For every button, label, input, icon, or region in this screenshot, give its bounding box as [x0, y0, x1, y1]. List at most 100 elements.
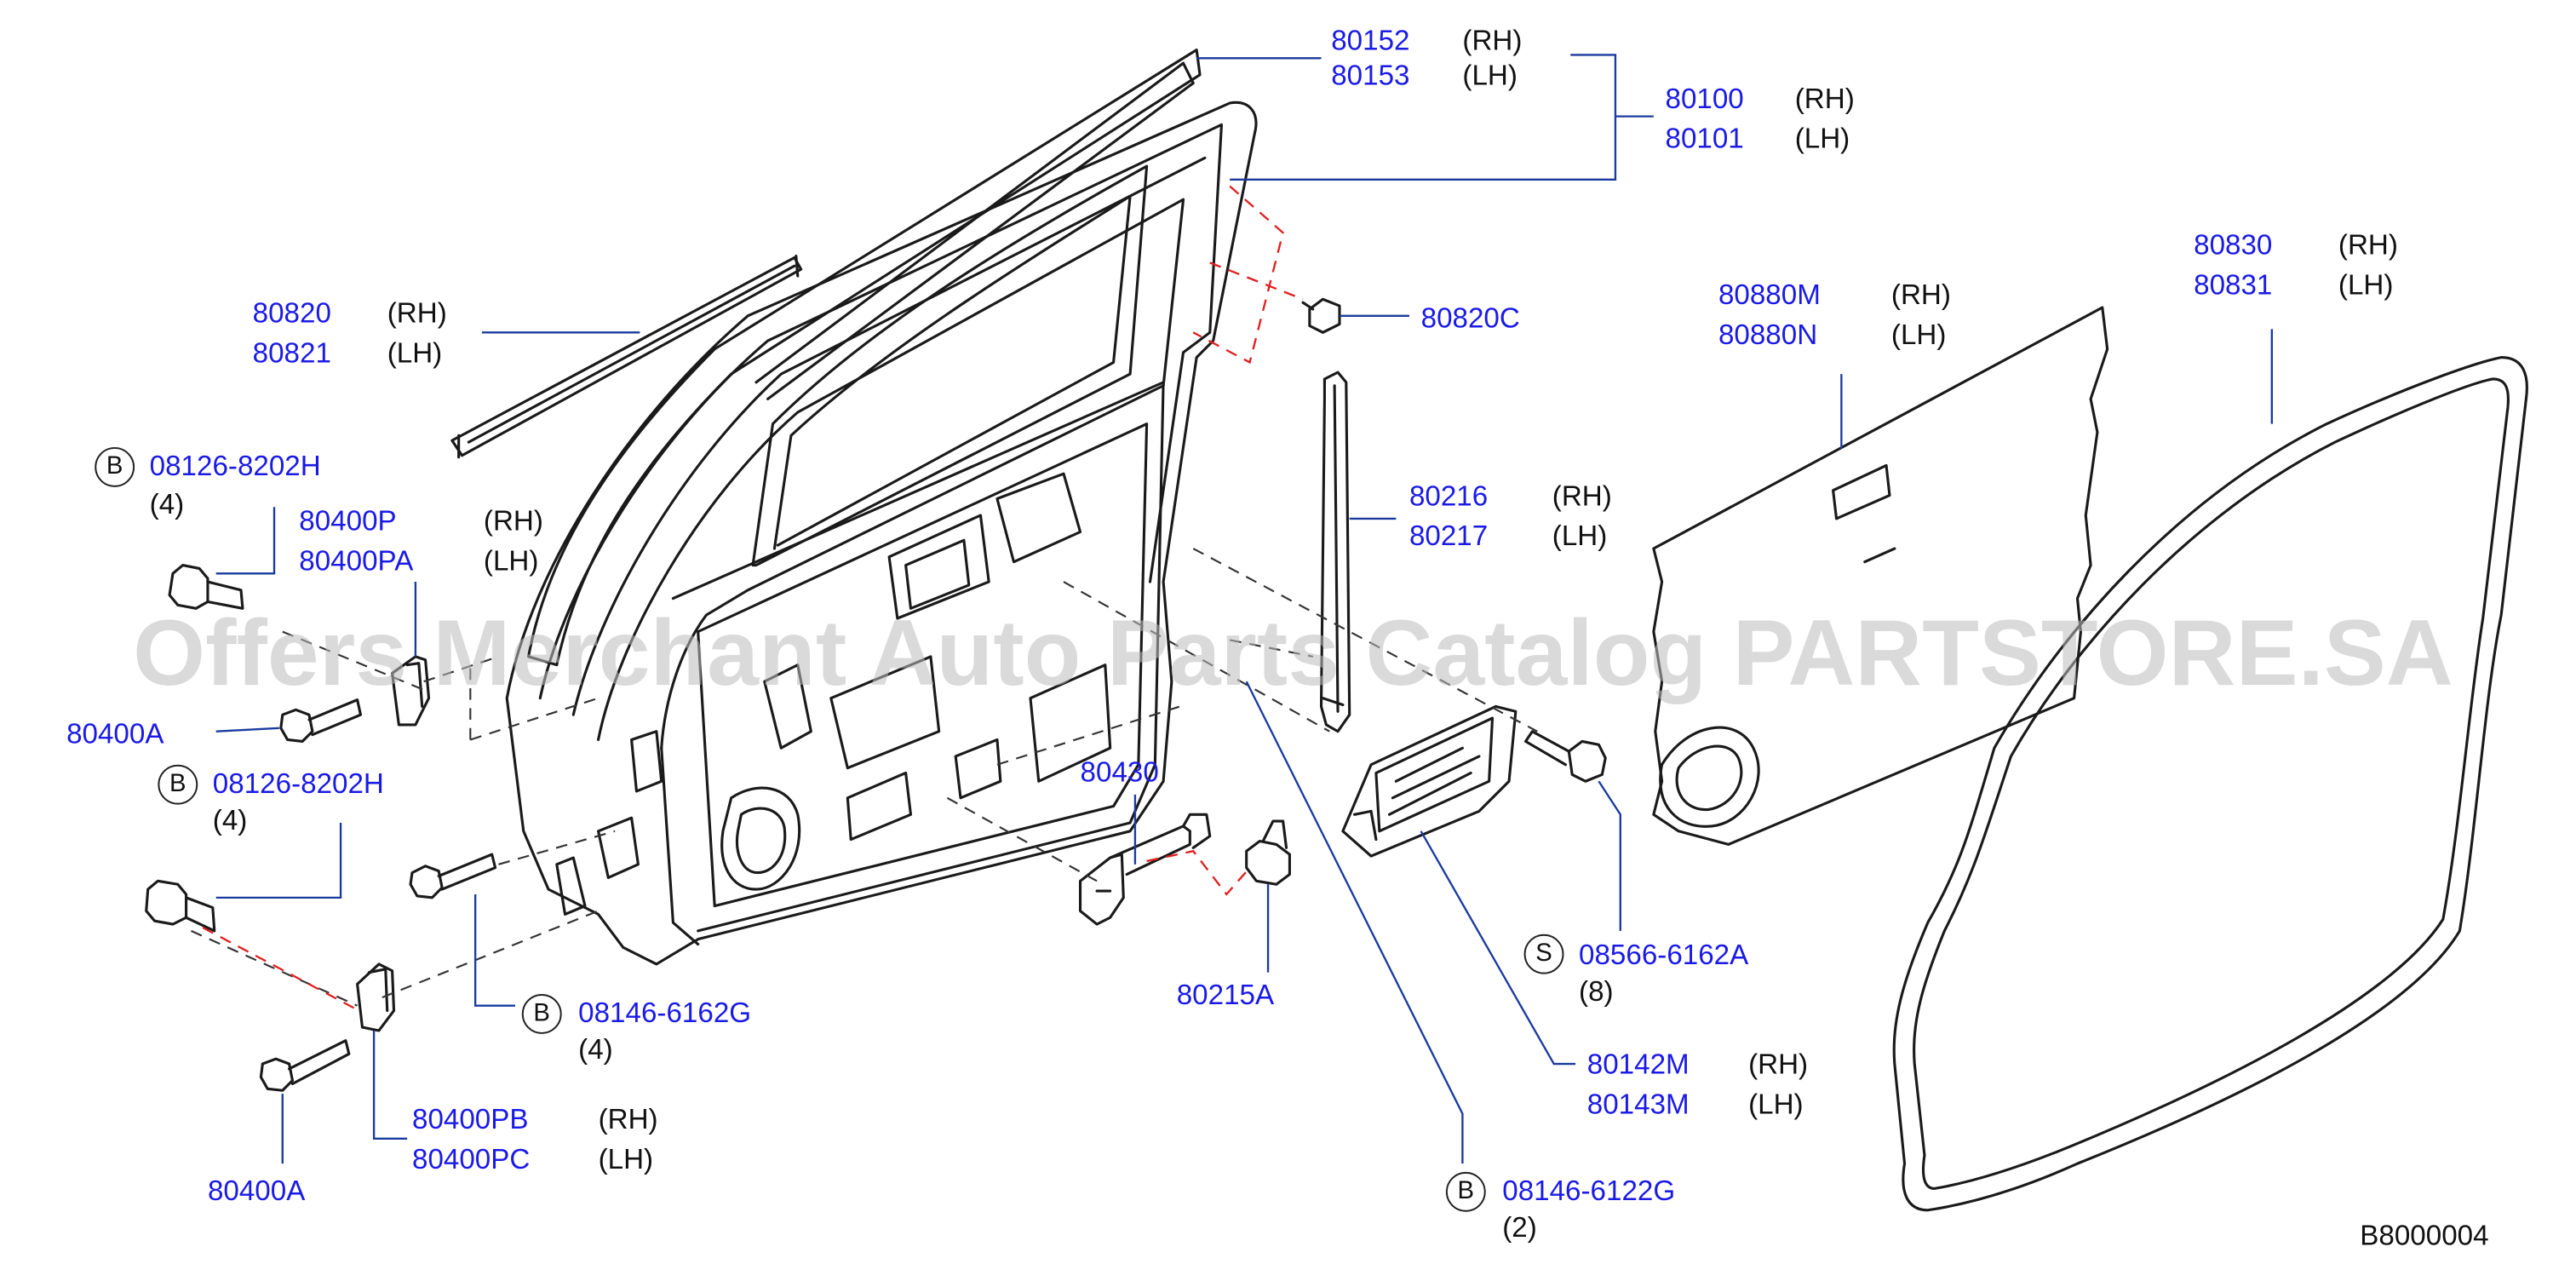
part-number[interactable]: 80831 — [2194, 269, 2273, 302]
part-number[interactable]: 80400A — [207, 1175, 306, 1207]
callout-08146-6122G[interactable]: 08146-6122G — [1502, 1175, 1675, 1209]
part-number[interactable]: 80830 — [2194, 229, 2273, 261]
clip-80820C — [1301, 297, 1341, 334]
bolt-80215A — [1245, 819, 1292, 886]
callout-08126-8202H-upper[interactable]: 08126-8202H — [150, 451, 321, 484]
callout-80400PA[interactable]: 80400PA(LH) — [299, 545, 538, 578]
part-number[interactable]: 80217 — [1408, 520, 1489, 552]
part-number[interactable]: 80880N — [1718, 319, 1818, 351]
callout-08566-6162A[interactable]: 08566-6162A — [1579, 939, 1748, 973]
part-number[interactable]: 08126-8202H — [212, 767, 384, 800]
hinge-80400PB — [356, 962, 396, 1032]
door-shell-80100 — [505, 48, 1258, 966]
callout-80215A[interactable]: 80215A — [1177, 979, 1274, 1012]
part-number[interactable]: 80820 — [252, 297, 331, 330]
part-number[interactable]: 80400PB — [411, 1103, 529, 1135]
side-label: (LH) — [1552, 520, 1608, 552]
sash-seal-80152 — [754, 61, 1195, 400]
callout-80831[interactable]: 80831 (LH) — [2194, 269, 2393, 302]
side-label: (RH) — [598, 1103, 658, 1135]
part-number[interactable]: 80142M — [1586, 1049, 1690, 1081]
quantity: (2) — [1502, 1211, 1537, 1244]
part-number[interactable]: 80430 — [1080, 756, 1159, 789]
part-number[interactable]: 08566-6162A — [1579, 939, 1749, 971]
callout-80400PB[interactable]: 80400PB (RH) — [411, 1103, 658, 1137]
side-label: (RH) — [1462, 25, 1523, 57]
side-label: (LH) — [1462, 60, 1517, 92]
part-number[interactable]: 80400A — [66, 718, 164, 750]
side-label: (LH) — [2338, 269, 2394, 302]
part-number[interactable]: 80400PC — [411, 1143, 531, 1175]
part-number[interactable]: 80143M — [1586, 1089, 1690, 1121]
callout-80217[interactable]: 80217 (LH) — [1408, 520, 1607, 554]
quantity: (8) — [1579, 975, 1614, 1008]
part-number[interactable]: 08146-6122G — [1502, 1175, 1676, 1207]
callout-80216[interactable]: 80216 (RH) — [1408, 480, 1612, 514]
bolt-08126-lower — [145, 879, 216, 933]
callout-08126-8202H-lower[interactable]: 08126-8202H — [213, 768, 384, 801]
side-label: (RH) — [1794, 83, 1855, 115]
badge-b: B — [95, 446, 135, 487]
quantity: (4) — [212, 804, 248, 836]
part-number[interactable]: 80153 — [1331, 60, 1410, 92]
callout-80400A-lower[interactable]: 80400A — [208, 1175, 305, 1209]
callout-80820C[interactable]: 80820C — [1421, 302, 1520, 336]
part-number[interactable]: 80400PA — [299, 545, 414, 577]
callout-80830[interactable]: 80830 (RH) — [2194, 229, 2398, 262]
side-label: (LH) — [1794, 123, 1850, 155]
badge-b: B — [1445, 1171, 1486, 1212]
quantity: (4) — [149, 488, 185, 520]
callout-80880M[interactable]: 80880M (RH) — [1718, 279, 1951, 313]
callout-80430[interactable]: 80430 — [1081, 756, 1159, 790]
callout-80153[interactable]: 80153 (LH) — [1331, 60, 1517, 93]
part-number[interactable]: 80216 — [1408, 480, 1489, 513]
bolt-08146-6162G — [409, 853, 497, 899]
part-number[interactable]: 80820C — [1420, 302, 1520, 335]
sash-channel-80216 — [1319, 371, 1351, 733]
callout-80821[interactable]: 80821 (LH) — [252, 337, 443, 371]
part-number[interactable]: 80215A — [1176, 979, 1275, 1011]
callout-80101[interactable]: 80101 (LH) — [1665, 123, 1850, 156]
part-number[interactable]: 80821 — [252, 337, 331, 370]
bolt-80400A-upper — [279, 698, 363, 743]
callout-80820[interactable]: 80820(RH) — [252, 297, 447, 330]
side-label: (RH) — [2338, 229, 2398, 261]
quantity: (4) — [578, 1033, 613, 1066]
part-number[interactable]: 80100 — [1665, 83, 1744, 115]
bolt-08126-upper — [168, 563, 244, 610]
part-number[interactable]: 80880M — [1718, 279, 1821, 311]
callout-80152[interactable]: 80152 (RH) — [1331, 25, 1522, 58]
watermark: Offers Merchant Auto Parts Catalog PARTS… — [133, 600, 2453, 705]
part-number[interactable]: 80101 — [1665, 123, 1744, 155]
part-number[interactable]: 08126-8202H — [149, 450, 321, 482]
door-finisher-80880M — [1652, 306, 2109, 846]
callout-80880N[interactable]: 80880N(LH) — [1718, 319, 1946, 353]
part-number[interactable]: 80152 — [1331, 25, 1410, 57]
side-label: (LH) — [387, 337, 443, 370]
side-label: (LH) — [1748, 1089, 1804, 1121]
side-label: (RH) — [483, 505, 543, 537]
callout-80100[interactable]: 80100 (RH) — [1665, 83, 1855, 117]
side-label: (LH) — [598, 1143, 654, 1175]
side-label: (RH) — [1748, 1049, 1809, 1081]
callout-08146-6162G[interactable]: 08146-6162G — [578, 997, 751, 1031]
callout-80143M[interactable]: 80143M (LH) — [1586, 1089, 1804, 1122]
part-number[interactable]: 80400P — [299, 505, 397, 537]
part-number[interactable]: 08146-6162G — [578, 997, 752, 1030]
callout-80400P[interactable]: 80400P (RH) — [299, 505, 543, 538]
badge-b: B — [158, 764, 198, 805]
badge-b: B — [521, 994, 562, 1034]
outer-moulding-80820 — [450, 254, 803, 459]
callout-80142M[interactable]: 80142M (RH) — [1586, 1049, 1808, 1082]
red-dash-lines — [202, 185, 1304, 1012]
callout-80400PC[interactable]: 80400PC (LH) — [411, 1143, 653, 1177]
badge-s: S — [1523, 934, 1564, 974]
side-label: (RH) — [1890, 279, 1951, 311]
side-label: (RH) — [1552, 480, 1612, 513]
bolt-80400A-lower — [259, 1039, 351, 1092]
weatherstrip-80830 — [1892, 356, 2528, 1212]
bolt-08566 — [1524, 730, 1607, 783]
callout-80400A-upper[interactable]: 80400A — [66, 718, 164, 751]
